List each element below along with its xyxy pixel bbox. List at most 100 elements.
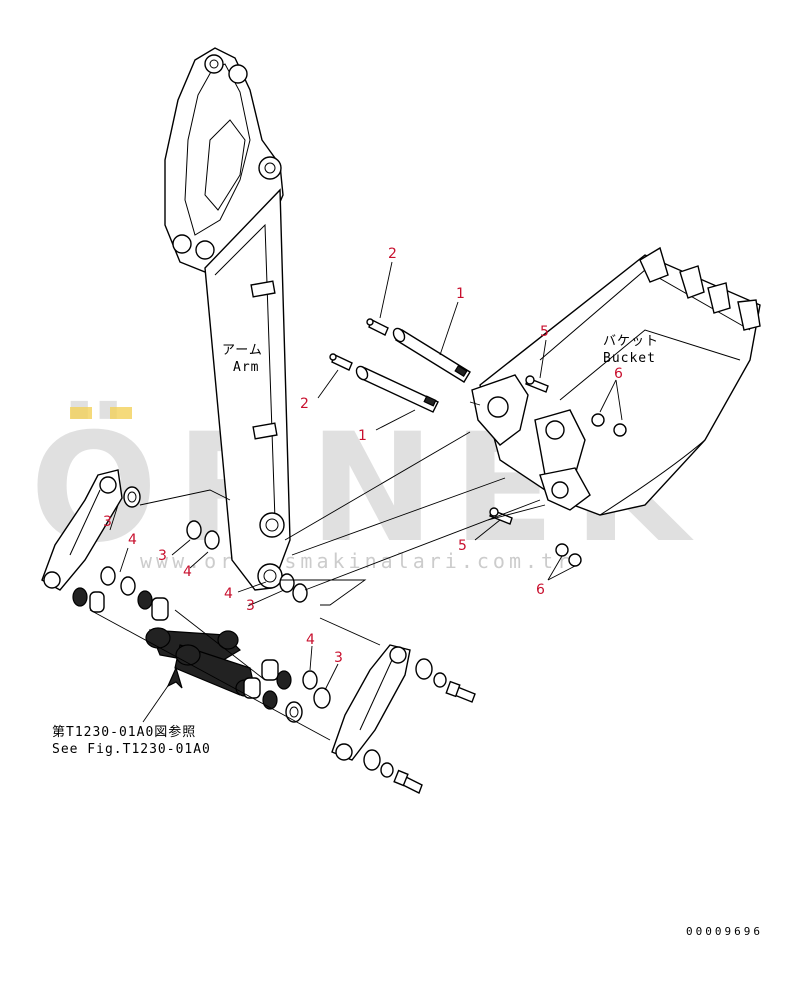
arm-shaft-edge [214,223,276,521]
washer-mid-2 [204,530,220,550]
see-fig-arrow-head [166,666,183,689]
arm-pin-hole-mid-inner [264,162,276,174]
center-link [145,627,256,697]
pin-upper-body [395,329,471,383]
assembly-lines [89,401,546,741]
leader-3-arm [247,589,285,607]
arm-label-en: Arm [233,360,259,375]
link-right-body [331,644,411,761]
washer-bolt-right-top-2 [433,672,447,688]
nut-upper-1 [591,413,605,427]
link-left [41,469,123,591]
washer-mid-1 [186,520,202,540]
callout-2-lower: 2 [300,396,309,412]
arm-pin-hole-top-2 [228,64,248,84]
leader-3-left [109,504,119,531]
watermark-accent-dot-1 [70,407,92,419]
nut-lower-1 [555,543,569,557]
assembly-line-5 [280,579,367,606]
bucket-label-en: Bucket [603,351,656,366]
washer-arm-1 [279,573,295,593]
callout-3-right: 3 [334,650,343,666]
arm-boss-lower [252,422,278,440]
washer-left-1 [100,566,116,586]
shim-right-2 [285,701,303,723]
bucket-mid-edge [559,329,741,401]
bushing-2 [89,591,105,613]
bushing-8 [262,690,278,710]
pin-lower-end [355,365,369,381]
center-link-boss-1 [145,627,171,649]
bolt-upper-head [525,375,535,385]
bolt-right-top [445,680,476,703]
assembly-line-7 [89,609,331,741]
leader-6-upper [599,379,617,413]
nut-lower-2 [568,553,582,567]
leader-6-upper-2 [615,379,623,421]
watermark-accent-dot-2 [110,407,132,419]
leader-2-lower [317,369,339,399]
callout-1-lower: 1 [358,428,367,444]
washer-bolt-right-top [415,658,433,680]
bushing-3 [137,590,153,610]
callout-1-upper: 1 [456,286,465,302]
pin-lower-keyhole [423,395,437,407]
bucket-tooth-4 [737,299,761,331]
leader-1-lower [375,409,416,431]
bolt-right-bottom-head [393,769,409,787]
bucket-pin-hole-upper [487,396,509,418]
arm-label-jp: アーム [222,343,263,358]
leader-1-upper [439,301,459,356]
nut-upper-2 [613,423,627,437]
washer-right-1 [302,670,318,690]
see-fig-arrow [142,666,183,723]
callout-4-arm: 4 [224,586,233,602]
link-right-hole-top [389,646,407,664]
assembly-line-4 [304,499,541,591]
bucket-pin-hole-lower [551,481,569,499]
arm-end-hole-lower-inner [263,569,277,583]
pin-upper-end [392,327,406,343]
grease-fitting-lower [329,353,353,371]
assembly-line-1 [139,489,231,506]
center-link-boss-3 [217,630,239,650]
leader-4-right [309,645,313,671]
bucket-tooth-1 [639,246,669,283]
document-number: 00009696 [686,925,763,938]
leader-6-lower [547,555,563,581]
arm-end-hole-upper [259,512,285,538]
arm-bracket-slot [204,119,246,211]
leader-6-lower-2 [547,565,576,581]
bolt-lower-head [489,507,499,517]
callout-5-lower: 5 [458,538,467,554]
callout-4-right: 4 [306,632,315,648]
callout-3-left: 3 [103,514,112,530]
washer-arm-2 [292,583,308,603]
leader-lines [109,261,623,691]
bushing-1 [72,587,88,607]
bolt-right-bottom [393,769,423,794]
fitting-lower-tip [329,353,337,361]
callout-4-left: 4 [128,532,137,548]
callout-4-mid: 4 [183,564,192,580]
leader-5-lower [474,519,501,541]
leader-4-mid [189,551,209,569]
shim-left-top [123,486,141,508]
fitting-upper-tip [366,318,374,326]
pin-upper [392,327,471,383]
pin-upper-keyhole [454,364,468,378]
bucket-pin-hole-mid [545,420,565,440]
link-right-hole-bottom [335,743,353,761]
bucket-label-jp: バケット [603,334,659,349]
callouts: 1 1 2 2 3 3 3 3 4 4 4 4 5 5 6 6 [103,246,623,666]
arm-boss-upper [250,280,276,298]
assembly-line-10 [469,401,481,406]
washer-left-2 [120,576,136,596]
link-right-rib [359,659,393,731]
bolt-upper [525,375,549,393]
callout-3-mid: 3 [158,548,167,564]
grease-fitting-upper [366,318,389,336]
center-link-boss-2 [175,644,201,666]
bushing-6 [276,670,292,690]
